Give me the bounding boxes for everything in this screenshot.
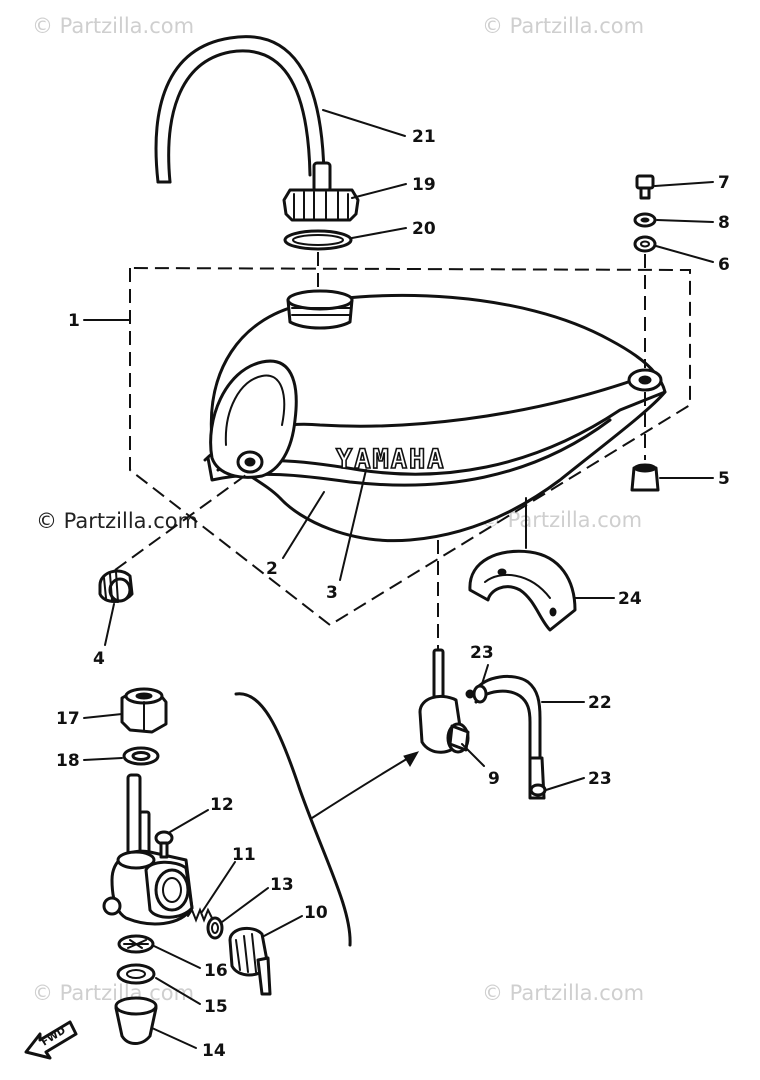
callout-13: 13 [270,875,294,895]
callout-18: 18 [56,751,80,771]
callout-6: 6 [718,255,730,275]
fwd-arrow-icon: FWD [24,1020,78,1060]
part-11-spring [187,907,213,923]
callout-23-lower: 23 [588,769,612,789]
part-8-washer [633,212,657,228]
part-21-breather-hose [154,35,326,184]
callout-16: 16 [204,961,228,981]
leader-lines [83,109,714,1049]
callout-12: 12 [210,795,234,815]
part-12-screw [154,830,174,859]
part-23-clip-lower [528,756,547,800]
part-13-o-ring [206,916,224,940]
part-20-cap-gasket [283,229,353,251]
callout-19: 19 [412,175,436,195]
part-1-fuel-tank: YAMAHA [203,289,667,543]
callout-8: 8 [718,213,730,233]
part-24-protector [468,549,577,632]
part-7-bolt [635,174,655,200]
part-15-gasket [116,963,156,985]
callout-2: 2 [266,559,278,579]
callout-1: 1 [68,311,80,331]
part-5-damper [630,463,660,492]
callout-3: 3 [326,583,338,603]
watermark-mid-left: © Partzilla.com [36,509,198,533]
callout-23-upper: 23 [470,643,494,663]
part-16-filter [117,934,155,954]
part-6-washer [633,235,657,253]
part-14-cup [114,996,158,1045]
callout-4: 4 [93,649,105,669]
callout-5: 5 [718,469,730,489]
callout-14: 14 [202,1041,226,1061]
callout-10: 10 [304,903,328,923]
tank-brand-logo: YAMAHA [336,444,446,475]
callout-15: 15 [204,997,228,1017]
part-22-fuel-pipe [474,674,542,762]
part-18-washer [122,746,160,766]
callout-24: 24 [618,589,642,609]
detail-arrow-head [403,751,420,767]
assembly-outline [129,267,691,627]
watermark-top-left: © Partzilla.com [32,14,194,38]
callout-9: 9 [488,769,500,789]
axis-line-cushion [114,474,247,571]
callout-17: 17 [56,709,80,729]
callout-21: 21 [412,127,436,147]
part-4-cushion [98,569,134,603]
part-9-fuel-cock [418,648,475,754]
watermark-bottom-left: © Partzilla.com [32,981,194,1005]
watermark-top-right: © Partzilla.com [482,14,644,38]
part-10-lever [228,926,272,996]
callout-11: 11 [232,845,256,865]
watermark-bottom-right: © Partzilla.com [482,981,644,1005]
part-23-clip-upper [472,684,488,704]
part-9-fuel-cock-detail [102,773,194,926]
callout-20: 20 [412,219,436,239]
detail-arrow-line [311,756,411,819]
detail-bracket [234,692,352,947]
part-17-nut [120,687,168,734]
part-19-filler-cap [282,161,360,222]
callout-7: 7 [718,173,730,193]
callout-22: 22 [588,693,612,713]
